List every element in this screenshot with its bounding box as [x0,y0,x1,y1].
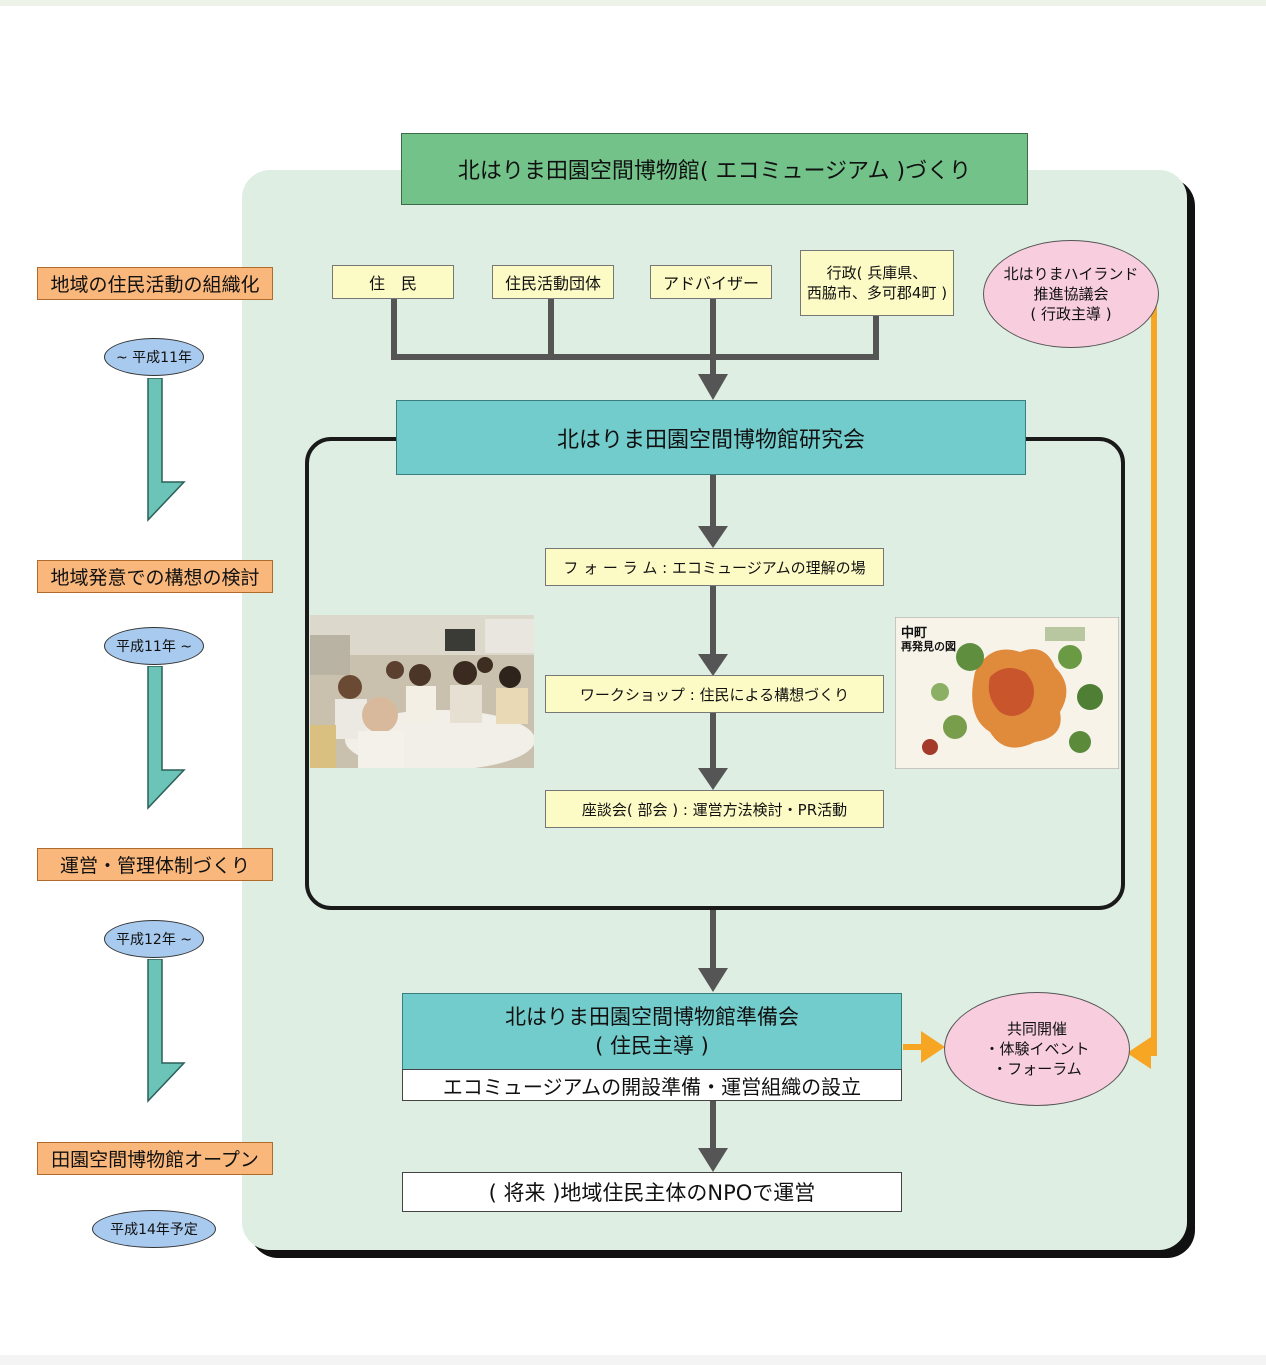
connector [873,315,879,360]
prep-group-title: 北はりま田園空間博物館準備会 ( 住民主導 ) [402,993,902,1070]
map-caption-line: 再発見の図 [901,640,956,654]
period-oval: 平成12年 ~ [104,920,204,958]
connector [710,474,716,530]
connector [710,298,716,360]
main-title: 北はりま田園空間博物館( エコミュージアム )づくり [401,133,1028,205]
progress-arrow-icon [147,959,186,1103]
period-oval: 平成11年 ~ [104,627,204,665]
step-discussion: 座談会( 部会 ) : 運営方法検討・PR活動 [545,790,884,828]
arrow-head-icon [698,654,728,676]
map-illustration: 中町 再発見の図 [895,617,1119,769]
arrow-head-icon [698,1148,728,1172]
future-operation: ( 将来 )地域住民主体のNPOで運営 [402,1172,902,1212]
progress-arrow-icon [147,378,186,522]
highland-link-line [1151,296,1157,1056]
research-group-title: 北はりま田園空間博物館研究会 [396,400,1026,475]
period-oval: 平成14年予定 [92,1210,216,1248]
participant-groups: 住民活動団体 [492,265,614,299]
map-caption: 中町 再発見の図 [901,626,956,654]
step-forum: フ ォ ー ラ ム : エコミュージアムの理解の場 [545,548,884,586]
period-oval: ~ 平成11年 [104,338,204,376]
connector [710,1100,716,1152]
participant-residents: 住 民 [332,265,454,299]
highland-link-line [1147,1050,1157,1056]
arrow-head-icon [698,768,728,790]
top-band [0,0,1266,6]
connector [710,354,716,376]
step-workshop: ワークショップ : 住民による構想づくり [545,675,884,713]
arrow-head-icon [698,968,728,992]
stage-label: 運営・管理体制づくり [37,848,273,881]
connector [710,910,716,972]
connector [548,298,554,360]
arrow-right-icon [921,1031,945,1063]
map-caption-line: 中町 [901,626,928,641]
prep-link-line [903,1044,925,1050]
connector [391,354,879,360]
arrow-head-icon [698,374,728,400]
progress-arrow-icon [147,666,186,810]
connector [710,712,716,772]
highland-council: 北はりまハイランド 推進協議会 ( 行政主導 ) [983,240,1159,348]
bottom-band [0,1355,1266,1365]
prep-group-subtitle: エコミュージアムの開設準備・運営組織の設立 [402,1069,902,1101]
stage-label: 地域の住民活動の組織化 [37,267,273,300]
workshop-photo [310,615,534,768]
participant-government: 行政( 兵庫県、 西脇市、多可郡4町 ) [800,250,954,316]
stage-label: 田園空間博物館オープン [37,1142,273,1175]
participant-advisors: アドバイザー [650,265,772,299]
joint-event: 共同開催 ・体験イベント ・フォーラム [944,992,1130,1106]
stage-label: 地域発意での構想の検討 [37,560,273,593]
connector [710,586,716,658]
connector [391,298,397,360]
arrow-left-icon [1127,1037,1151,1069]
arrow-head-icon [698,526,728,548]
